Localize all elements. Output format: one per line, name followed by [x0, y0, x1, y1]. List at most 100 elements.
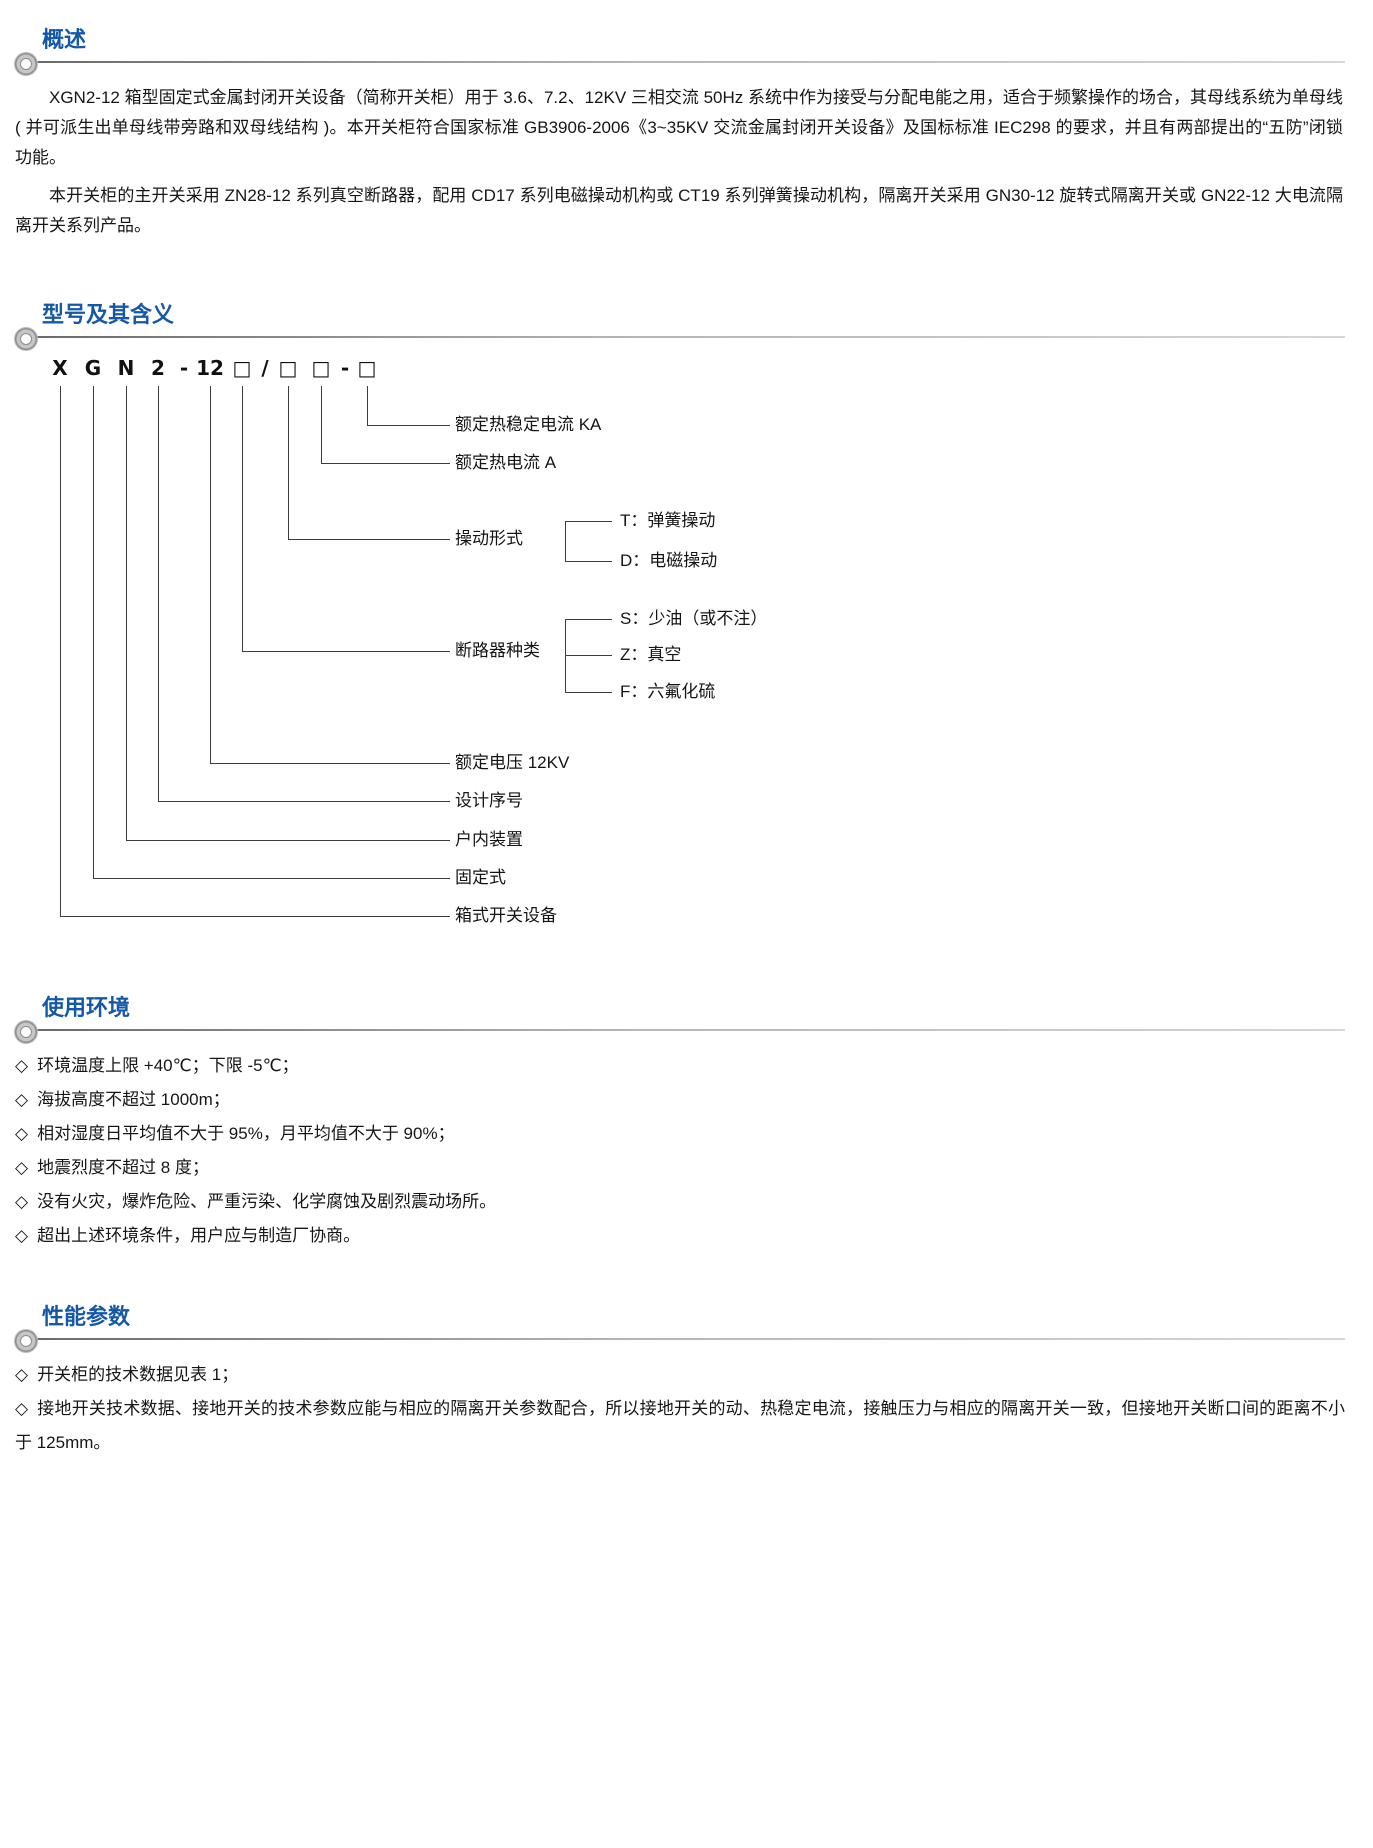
diamond-bullet: ◇	[15, 1158, 29, 1177]
diamond-bullet: ◇	[15, 1365, 29, 1384]
environment-header: 使用环境	[15, 994, 1345, 1043]
list-item-text: 接地开关技术数据、接地开关的技术参数应能与相应的隔离开关参数配合，所以接地开关的…	[15, 1399, 1346, 1452]
diamond-bullet: ◇	[15, 1226, 29, 1245]
label-design-serial: 设计序号	[455, 791, 523, 810]
list-item: ◇环境温度上限 +40℃；下限 -5℃；	[15, 1049, 1345, 1083]
list-item: ◇ 超出上述环境条件，用户应与制造厂协商。	[15, 1219, 1345, 1253]
diamond-bullet: ◇	[15, 1056, 29, 1075]
list-item-text: 海拔高度不超过 1000m；	[37, 1090, 230, 1109]
section-performance: 性能参数 ◇开关柜的技术数据见表 1； ◇接地开关技术数据、接地开关的技术参数应…	[0, 1303, 1373, 1460]
bracket-line	[565, 619, 566, 693]
diamond-bullet: ◇	[15, 1399, 29, 1418]
list-item-text: 相对湿度日平均值不大于 95%，月平均值不大于 90%；	[37, 1124, 455, 1143]
ring-icon	[15, 328, 37, 350]
model-code-char-g: G	[84, 356, 102, 380]
model-code-box-ka: □	[357, 356, 377, 380]
list-item-text: 没有火灾，爆炸危险、严重污染、化学腐蚀及剧烈震动场所。	[37, 1192, 497, 1211]
diamond-bullet: ◇	[15, 1090, 29, 1109]
diamond-bullet: ◇	[15, 1192, 29, 1211]
model-code-char-2: 2	[151, 356, 165, 380]
bracket-line	[565, 521, 612, 522]
connector-line	[321, 386, 322, 463]
model-code-box-breaker: □	[232, 356, 252, 380]
connector-line	[60, 386, 61, 916]
label-rated-thermal-current: 额定热电流 A	[455, 453, 557, 472]
header-divider	[33, 1338, 1345, 1340]
label-operating-mode: 操动形式	[455, 529, 523, 548]
label-box-switchgear: 箱式开关设备	[455, 906, 557, 925]
model-code-dash: -	[340, 356, 350, 380]
connector-line	[288, 386, 289, 539]
section-title-environment: 使用环境	[42, 995, 131, 1020]
list-item-text: 开关柜的技术数据见表 1；	[37, 1365, 239, 1384]
connector-line	[210, 386, 211, 763]
bracket-line	[565, 655, 612, 656]
model-code-char-n: N	[117, 356, 135, 380]
bracket-line	[565, 561, 612, 562]
ring-icon	[15, 1021, 37, 1043]
list-item: ◇ 海拔高度不超过 1000m；	[15, 1083, 1345, 1117]
bracket-line	[565, 521, 566, 562]
connector-line	[321, 463, 450, 464]
connector-line	[367, 425, 450, 426]
section-environment: 使用环境 ◇环境温度上限 +40℃；下限 -5℃； ◇ 海拔高度不超过 1000m…	[0, 994, 1373, 1253]
overview-paragraph-2: 本开关柜的主开关采用 ZN28-12 系列真空断路器，配用 CD17 系列电磁操…	[15, 186, 1343, 235]
connector-line	[126, 386, 127, 840]
connector-line	[158, 386, 159, 801]
list-item: ◇接地开关技术数据、接地开关的技术参数应能与相应的隔离开关参数配合，所以接地开关…	[15, 1392, 1345, 1460]
label-rated-voltage: 额定电压 12KV	[455, 753, 570, 772]
label-breaker-option-oil: S：少油（或不注）	[620, 609, 768, 628]
header-divider	[33, 336, 1345, 338]
connector-line	[60, 916, 450, 917]
label-indoor-device: 户内装置	[455, 830, 523, 849]
model-header: 型号及其含义	[15, 301, 1345, 350]
model-code-box-mode: □	[278, 356, 298, 380]
list-item: ◇ 地震烈度不超过 8 度；	[15, 1151, 1345, 1185]
label-breaker-type: 断路器种类	[455, 641, 540, 660]
section-overview: 概述 XGN2-12 箱型固定式金属封闭开关设备（简称开关柜）用于 3.6、7.…	[0, 0, 1373, 241]
connector-line	[93, 878, 450, 879]
label-breaker-option-vacuum: Z：真空	[620, 645, 682, 664]
model-code-diagram: X G N 2 - 12 □ / □ □ - □	[0, 356, 1373, 948]
model-code-char-12: 12	[196, 356, 224, 380]
model-code-box-current: □	[311, 356, 331, 380]
overview-header: 概述	[15, 26, 1345, 75]
model-code-char-x: X	[52, 356, 68, 380]
section-model-designation: 型号及其含义 X G N 2 - 12 □ / □ □ - □	[0, 301, 1373, 948]
connector-line	[367, 386, 368, 425]
diamond-bullet: ◇	[15, 1124, 29, 1143]
ring-icon	[15, 53, 37, 75]
list-item-text: 超出上述环境条件，用户应与制造厂协商。	[37, 1226, 361, 1245]
label-fixed-type: 固定式	[455, 868, 506, 887]
model-code-slash: /	[261, 356, 269, 380]
header-divider	[33, 61, 1345, 63]
list-item-text: 地震烈度不超过 8 度；	[37, 1158, 209, 1177]
connector-line	[242, 651, 450, 652]
environment-list: ◇环境温度上限 +40℃；下限 -5℃； ◇ 海拔高度不超过 1000m； ◇ 相对…	[15, 1049, 1345, 1253]
connector-line	[158, 801, 450, 802]
connector-line	[126, 840, 450, 841]
connector-line	[288, 539, 450, 540]
overview-paragraph-1: XGN2-12 箱型固定式金属封闭开关设备（简称开关柜）用于 3.6、7.2、1…	[15, 88, 1344, 167]
label-breaker-option-sf6: F：六氟化硫	[620, 682, 716, 701]
list-item: ◇ 相对湿度日平均值不大于 95%，月平均值不大于 90%；	[15, 1117, 1345, 1151]
list-item: ◇ 没有火灾，爆炸危险、严重污染、化学腐蚀及剧烈震动场所。	[15, 1185, 1345, 1219]
connector-line	[210, 763, 450, 764]
performance-header: 性能参数	[15, 1303, 1345, 1352]
connector-line	[242, 386, 243, 651]
section-title-model: 型号及其含义	[42, 302, 175, 327]
model-code-dash: -	[179, 356, 189, 380]
performance-list: ◇开关柜的技术数据见表 1； ◇接地开关技术数据、接地开关的技术参数应能与相应的…	[15, 1358, 1345, 1460]
bracket-line	[565, 692, 612, 693]
label-operating-option-electromagnetic: D：电磁操动	[620, 551, 718, 570]
connector-line	[93, 386, 94, 878]
bracket-line	[565, 619, 612, 620]
list-item: ◇ 开关柜的技术数据见表 1；	[15, 1358, 1345, 1392]
label-rated-thermal-stability-current: 额定热稳定电流 KA	[455, 415, 602, 434]
section-title-overview: 概述	[42, 27, 87, 52]
label-operating-option-spring: T：弹簧操动	[620, 511, 716, 530]
section-title-performance: 性能参数	[42, 1304, 131, 1329]
ring-icon	[15, 1330, 37, 1352]
header-divider	[33, 1029, 1345, 1031]
